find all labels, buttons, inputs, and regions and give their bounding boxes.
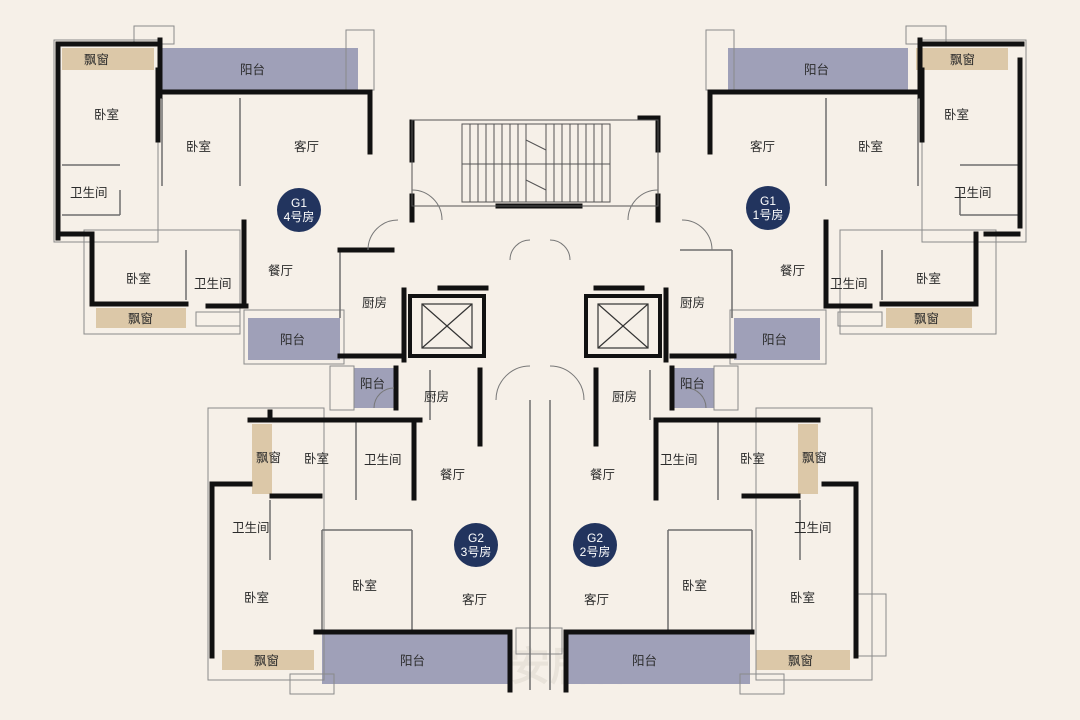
bay-window-fill <box>756 650 850 670</box>
room-label: 卫生间 <box>830 276 868 291</box>
room-label: 客厅 <box>584 592 609 607</box>
bay-window-fill <box>96 308 186 328</box>
bay-window-fill <box>916 48 1008 70</box>
badge-building: G2 <box>587 531 603 545</box>
balcony-fill <box>322 630 508 684</box>
thick-walls <box>55 37 1025 693</box>
room-label: 阳台 <box>240 62 265 77</box>
room-label: 卧室 <box>916 271 941 286</box>
balcony-fill <box>354 368 394 408</box>
room-label: 卫生间 <box>232 520 270 535</box>
bay-window-fill <box>222 650 314 670</box>
bay-window-fill <box>252 424 272 494</box>
room-label: 飘窗 <box>914 311 939 326</box>
room-label: 客厅 <box>294 139 319 154</box>
badge-building: G1 <box>291 196 307 210</box>
room-label: 厨房 <box>424 389 449 404</box>
unit-badge-g2-3: G2 3号房 <box>454 523 498 567</box>
balcony-fill <box>728 48 908 90</box>
room-label: 阳台 <box>804 62 829 77</box>
room-label: 卫生间 <box>194 276 232 291</box>
room-label: 阳台 <box>632 653 657 668</box>
badge-building: G1 <box>760 194 776 208</box>
room-label: 卧室 <box>790 590 815 605</box>
room-label: 客厅 <box>462 592 487 607</box>
room-label: 客厅 <box>750 139 775 154</box>
unit-g1-4: 飘窗 阳台 卧室 卧室 客厅 卫生间 卧室 卫生间 餐厅 厨房 飘窗 阳台 <box>70 52 387 347</box>
bay-window-fill <box>886 308 972 328</box>
room-label: 厨房 <box>362 295 387 310</box>
room-label: 卧室 <box>244 590 269 605</box>
room-label: 卧室 <box>304 451 329 466</box>
room-label: 阳台 <box>680 376 705 391</box>
room-label: 卧室 <box>858 139 883 154</box>
room-label: 飘窗 <box>256 450 281 465</box>
room-label: 阳台 <box>762 332 787 347</box>
room-label: 飘窗 <box>254 653 279 668</box>
room-label: 卫生间 <box>954 185 992 200</box>
unit-badge-g1-4: G1 4号房 <box>277 188 321 232</box>
room-label: 餐厅 <box>590 467 615 482</box>
room-label: 餐厅 <box>268 263 293 278</box>
unit-g2-2: 阳台 厨房 卫生间 卧室 飘窗 餐厅 卫生间 客厅 卧室 卧室 阳台 飘窗 <box>584 376 832 668</box>
badge-room: 3号房 <box>461 544 492 559</box>
unit-g1-1: 阳台 飘窗 客厅 卧室 卧室 卫生间 餐厅 卫生间 卧室 厨房 阳台 飘窗 <box>680 52 992 347</box>
unit-badge-g2-2: G2 2号房 <box>573 523 617 567</box>
balcony-fill <box>734 318 820 360</box>
badge-room: 4号房 <box>284 209 315 224</box>
balcony-fill <box>674 368 714 408</box>
room-label: 卫生间 <box>794 520 832 535</box>
room-label: 餐厅 <box>440 467 465 482</box>
doors <box>367 189 713 409</box>
outer-outlines <box>53 25 1027 695</box>
stairwell <box>411 119 659 207</box>
bay-window-fill <box>798 424 818 494</box>
badge-room: 2号房 <box>580 544 611 559</box>
room-label: 阳台 <box>280 332 305 347</box>
badge-room: 1号房 <box>753 207 784 222</box>
room-label: 卧室 <box>944 107 969 122</box>
badge-building: G2 <box>468 531 484 545</box>
room-label: 卧室 <box>740 451 765 466</box>
balcony-fill <box>248 318 340 360</box>
room-label: 飘窗 <box>802 450 827 465</box>
room-label: 卫生间 <box>364 452 402 467</box>
room-label: 飘窗 <box>788 653 813 668</box>
room-label: 厨房 <box>612 389 637 404</box>
room-label: 飘窗 <box>128 311 153 326</box>
room-label: 阳台 <box>360 376 385 391</box>
room-label: 卫生间 <box>660 452 698 467</box>
room-label: 飘窗 <box>950 52 975 67</box>
thin-walls <box>62 98 1018 690</box>
room-label: 飘窗 <box>84 52 109 67</box>
room-label: 卫生间 <box>70 185 108 200</box>
balcony-fill <box>566 630 750 684</box>
unit-g2-3: 阳台 厨房 飘窗 卧室 卫生间 餐厅 卫生间 卧室 卧室 客厅 飘窗 阳台 <box>232 376 487 668</box>
bay-window-fill <box>62 48 154 70</box>
balcony-fill <box>162 48 358 90</box>
room-label: 卧室 <box>682 578 707 593</box>
room-label: 卧室 <box>186 139 211 154</box>
fills <box>62 48 1008 684</box>
unit-badge-g1-1: G1 1号房 <box>746 186 790 230</box>
room-label: 卧室 <box>94 107 119 122</box>
room-label: 卧室 <box>352 578 377 593</box>
room-label: 厨房 <box>680 295 705 310</box>
room-label: 阳台 <box>400 653 425 668</box>
room-label: 餐厅 <box>780 263 805 278</box>
room-label: 卧室 <box>126 271 151 286</box>
elevators <box>408 294 662 358</box>
